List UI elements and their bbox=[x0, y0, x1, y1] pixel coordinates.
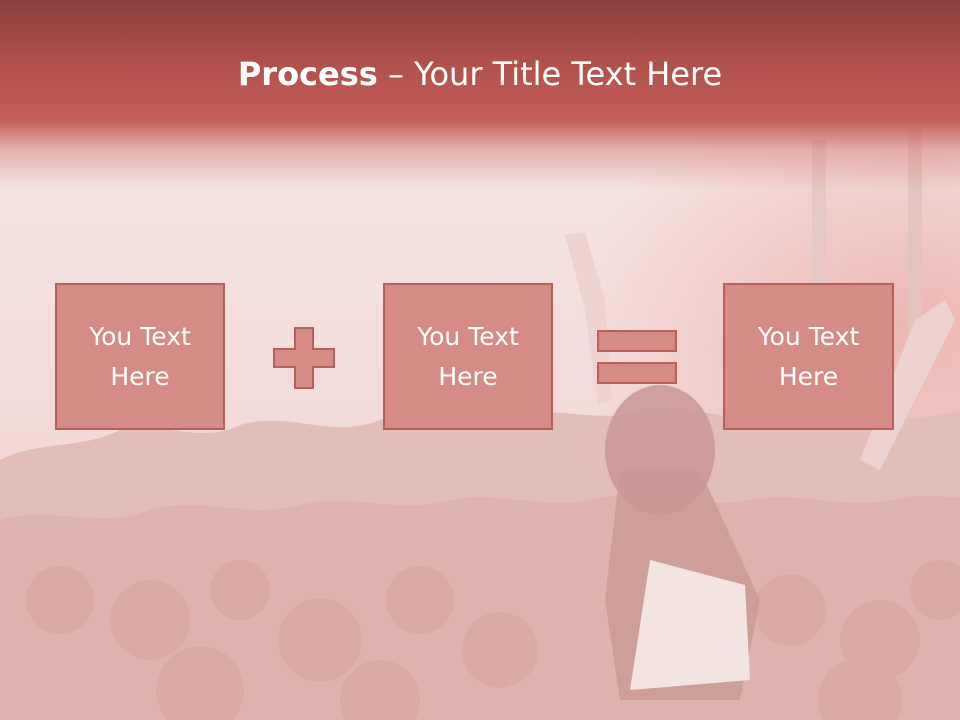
text-box-1-line-1: You Text bbox=[89, 321, 191, 351]
text-box-3-line-1: You Text bbox=[757, 321, 860, 351]
title-rest: Your Title Text Here bbox=[414, 55, 723, 93]
text-box-1[interactable]: You Text Here bbox=[55, 283, 225, 430]
text-box-3-line-2: Here bbox=[778, 361, 839, 391]
slide-title: Process – Your Title Text Here bbox=[0, 52, 960, 96]
plus-icon bbox=[273, 327, 335, 389]
text-box-1-line-2: Here bbox=[110, 361, 170, 391]
text-box-2-line-1: You Text bbox=[417, 321, 519, 351]
title-band bbox=[0, 0, 960, 190]
title-bold: Process bbox=[237, 55, 378, 93]
text-box-2[interactable]: You Text Here bbox=[383, 283, 553, 430]
text-box-2-line-2: Here bbox=[438, 361, 498, 391]
text-box-3[interactable]: You Text Here bbox=[723, 283, 894, 430]
equals-icon bbox=[597, 330, 677, 384]
title-separator: – bbox=[377, 55, 415, 93]
